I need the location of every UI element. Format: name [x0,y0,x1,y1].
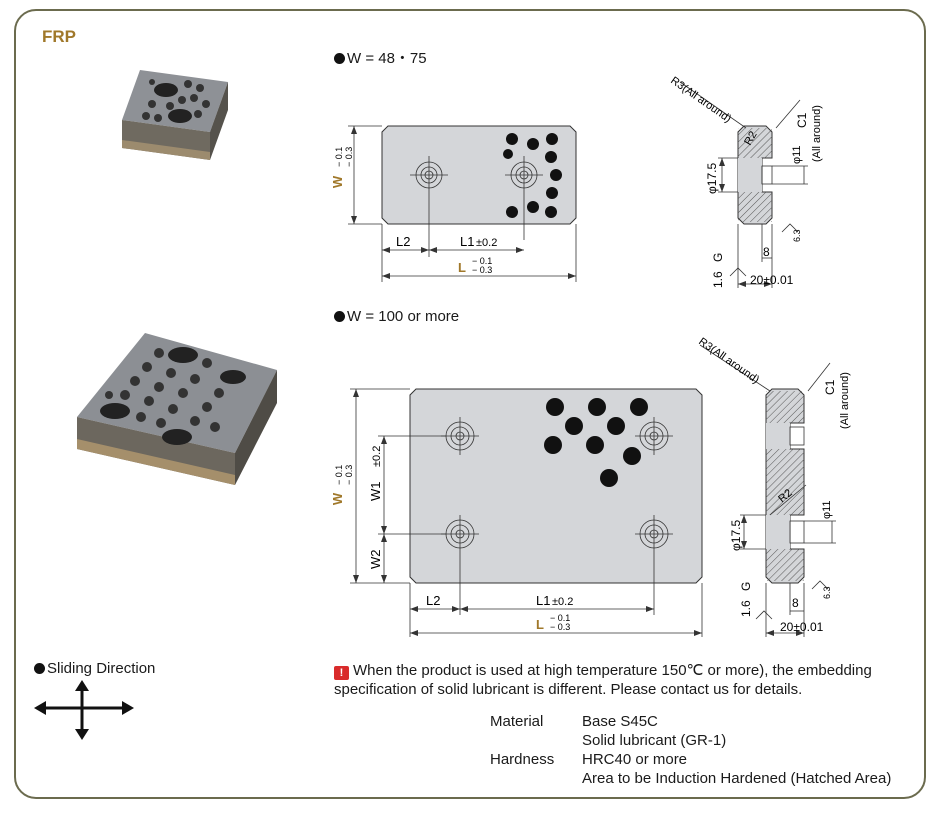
side2-8: 8 [792,596,799,610]
section-w48-75-label: W = 48・75 [334,47,427,68]
side-phi11: φ11 [791,145,803,164]
side2-g: G [739,582,753,591]
sliding-direction-arrow-icon [34,680,134,740]
dim2-l2: L2 [426,593,440,608]
dim-l1-tol: ±0.2 [476,237,497,249]
dim2-w-tol-top: − 0.1 [334,465,344,485]
hardness-label: Hardness [490,751,555,768]
dim-w: W [330,175,345,188]
side2-all-around: (All around) [839,372,851,429]
dim2-w2: W2 [368,550,383,570]
section-w100-label: W = 100 or more [334,308,459,325]
material-lubricant: Solid lubricant (GR-1) [582,732,727,749]
dim2-w: W [330,492,345,505]
dim-l-tol-bottom: − 0.3 [472,265,492,275]
warning-icon: ! [334,666,349,680]
side-roughness-16: 1.6 [711,271,725,288]
side-roughness-63: 6.3 [792,229,802,242]
dim-l-tol-top: − 0.1 [472,256,492,266]
drawing-large-plate: W − 0.1 − 0.3 W1 ±0.2 W2 L2 L1 ±0.2 L − … [330,336,851,637]
dim2-l1-tol: ±0.2 [552,596,573,608]
side-all-around: (All around) [811,105,823,162]
product-photo-large [77,333,277,485]
dim-l1: L1 [460,234,474,249]
side-r3: R3(All around) [668,75,733,126]
side2-roughness-16: 1.6 [739,600,753,617]
hardness-value: HRC40 or more [582,751,688,768]
dim2-w-tol-bottom: − 0.3 [344,465,354,485]
material-label: Material [490,713,544,730]
dim-l2: L2 [396,234,410,249]
material-base: Base S45C [582,713,658,730]
side-phi175: φ17.5 [705,163,719,194]
dim2-l-tol-bottom: − 0.3 [550,622,570,632]
dim2-l1: L1 [536,593,550,608]
product-photo-small [122,70,228,160]
product-title: FRP [42,27,76,46]
dim2-l-tol-top: − 0.1 [550,613,570,623]
side2-phi11: φ11 [821,500,833,519]
dim-w-tol-top: − 0.1 [334,147,344,167]
dim2-w1-tol: ±0.2 [371,446,383,467]
side-g: G [711,253,725,262]
hardness-area: Area to be Induction Hardened (Hatched A… [582,770,892,787]
high-temperature-note: !When the product is used at high temper… [334,661,924,699]
sliding-direction-label: Sliding Direction [34,660,155,677]
card-frame [14,9,926,799]
side2-roughness-63: 6.3 [822,586,832,599]
dim2-l: L [536,617,544,632]
side-8: 8 [763,245,770,259]
dim2-w1: W1 [368,482,383,502]
side2-phi175: φ17.5 [729,520,743,551]
drawing-small-plate: W − 0.1 − 0.3 L2 L1 ±0.2 L − 0.1 − 0.3 R… [330,75,823,288]
note-text: When the product is used at high tempera… [334,662,872,698]
side2-c1: C1 [823,379,837,395]
dim-w-tol-bottom: − 0.3 [344,147,354,167]
side-20: 20±0.01 [750,273,794,287]
side2-r3: R3(All around) [696,336,761,387]
side-c1: C1 [795,112,809,128]
dim-l: L [458,260,466,275]
side2-20: 20±0.01 [780,620,824,634]
